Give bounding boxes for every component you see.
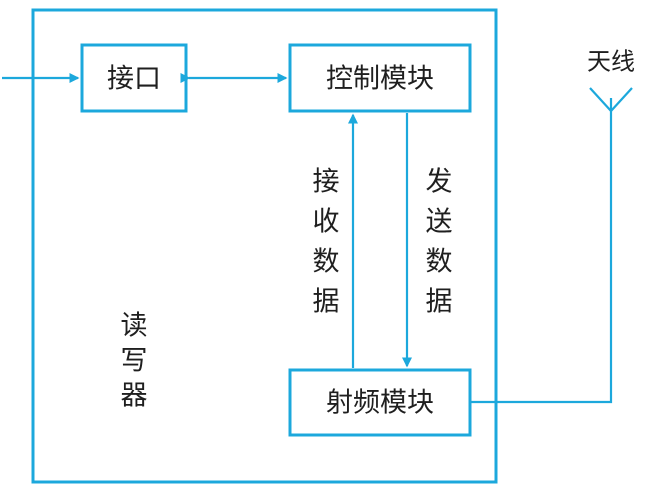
reader-boundary xyxy=(31,8,498,484)
control-module-box xyxy=(288,43,472,113)
reader-char: 读 xyxy=(121,311,148,342)
reader-char: 写 xyxy=(121,346,148,377)
reader-char: 器 xyxy=(121,381,148,412)
send-data-label: 发 送 数 据 xyxy=(426,167,453,318)
rf-antenna-connection xyxy=(470,111,613,404)
rf-module-label: 射频模块 xyxy=(326,388,434,419)
receive-data-char: 据 xyxy=(313,287,340,318)
control-module-label: 控制模块 xyxy=(326,64,434,95)
send-data-char: 送 xyxy=(426,207,453,238)
receive-data-char: 收 xyxy=(313,207,340,238)
antenna-label: 天线 xyxy=(587,48,635,76)
reader-label: 读 写 器 xyxy=(121,311,148,412)
receive-data-char: 接 xyxy=(313,167,340,198)
send-data-char: 数 xyxy=(426,247,453,278)
interface-label: 接口 xyxy=(107,64,161,95)
send-data-char: 据 xyxy=(426,287,453,318)
receive-data-char: 数 xyxy=(313,247,340,278)
send-data-char: 发 xyxy=(426,167,453,198)
antenna-icon xyxy=(589,87,633,112)
receive-data-label: 接 收 数 据 xyxy=(313,167,340,318)
